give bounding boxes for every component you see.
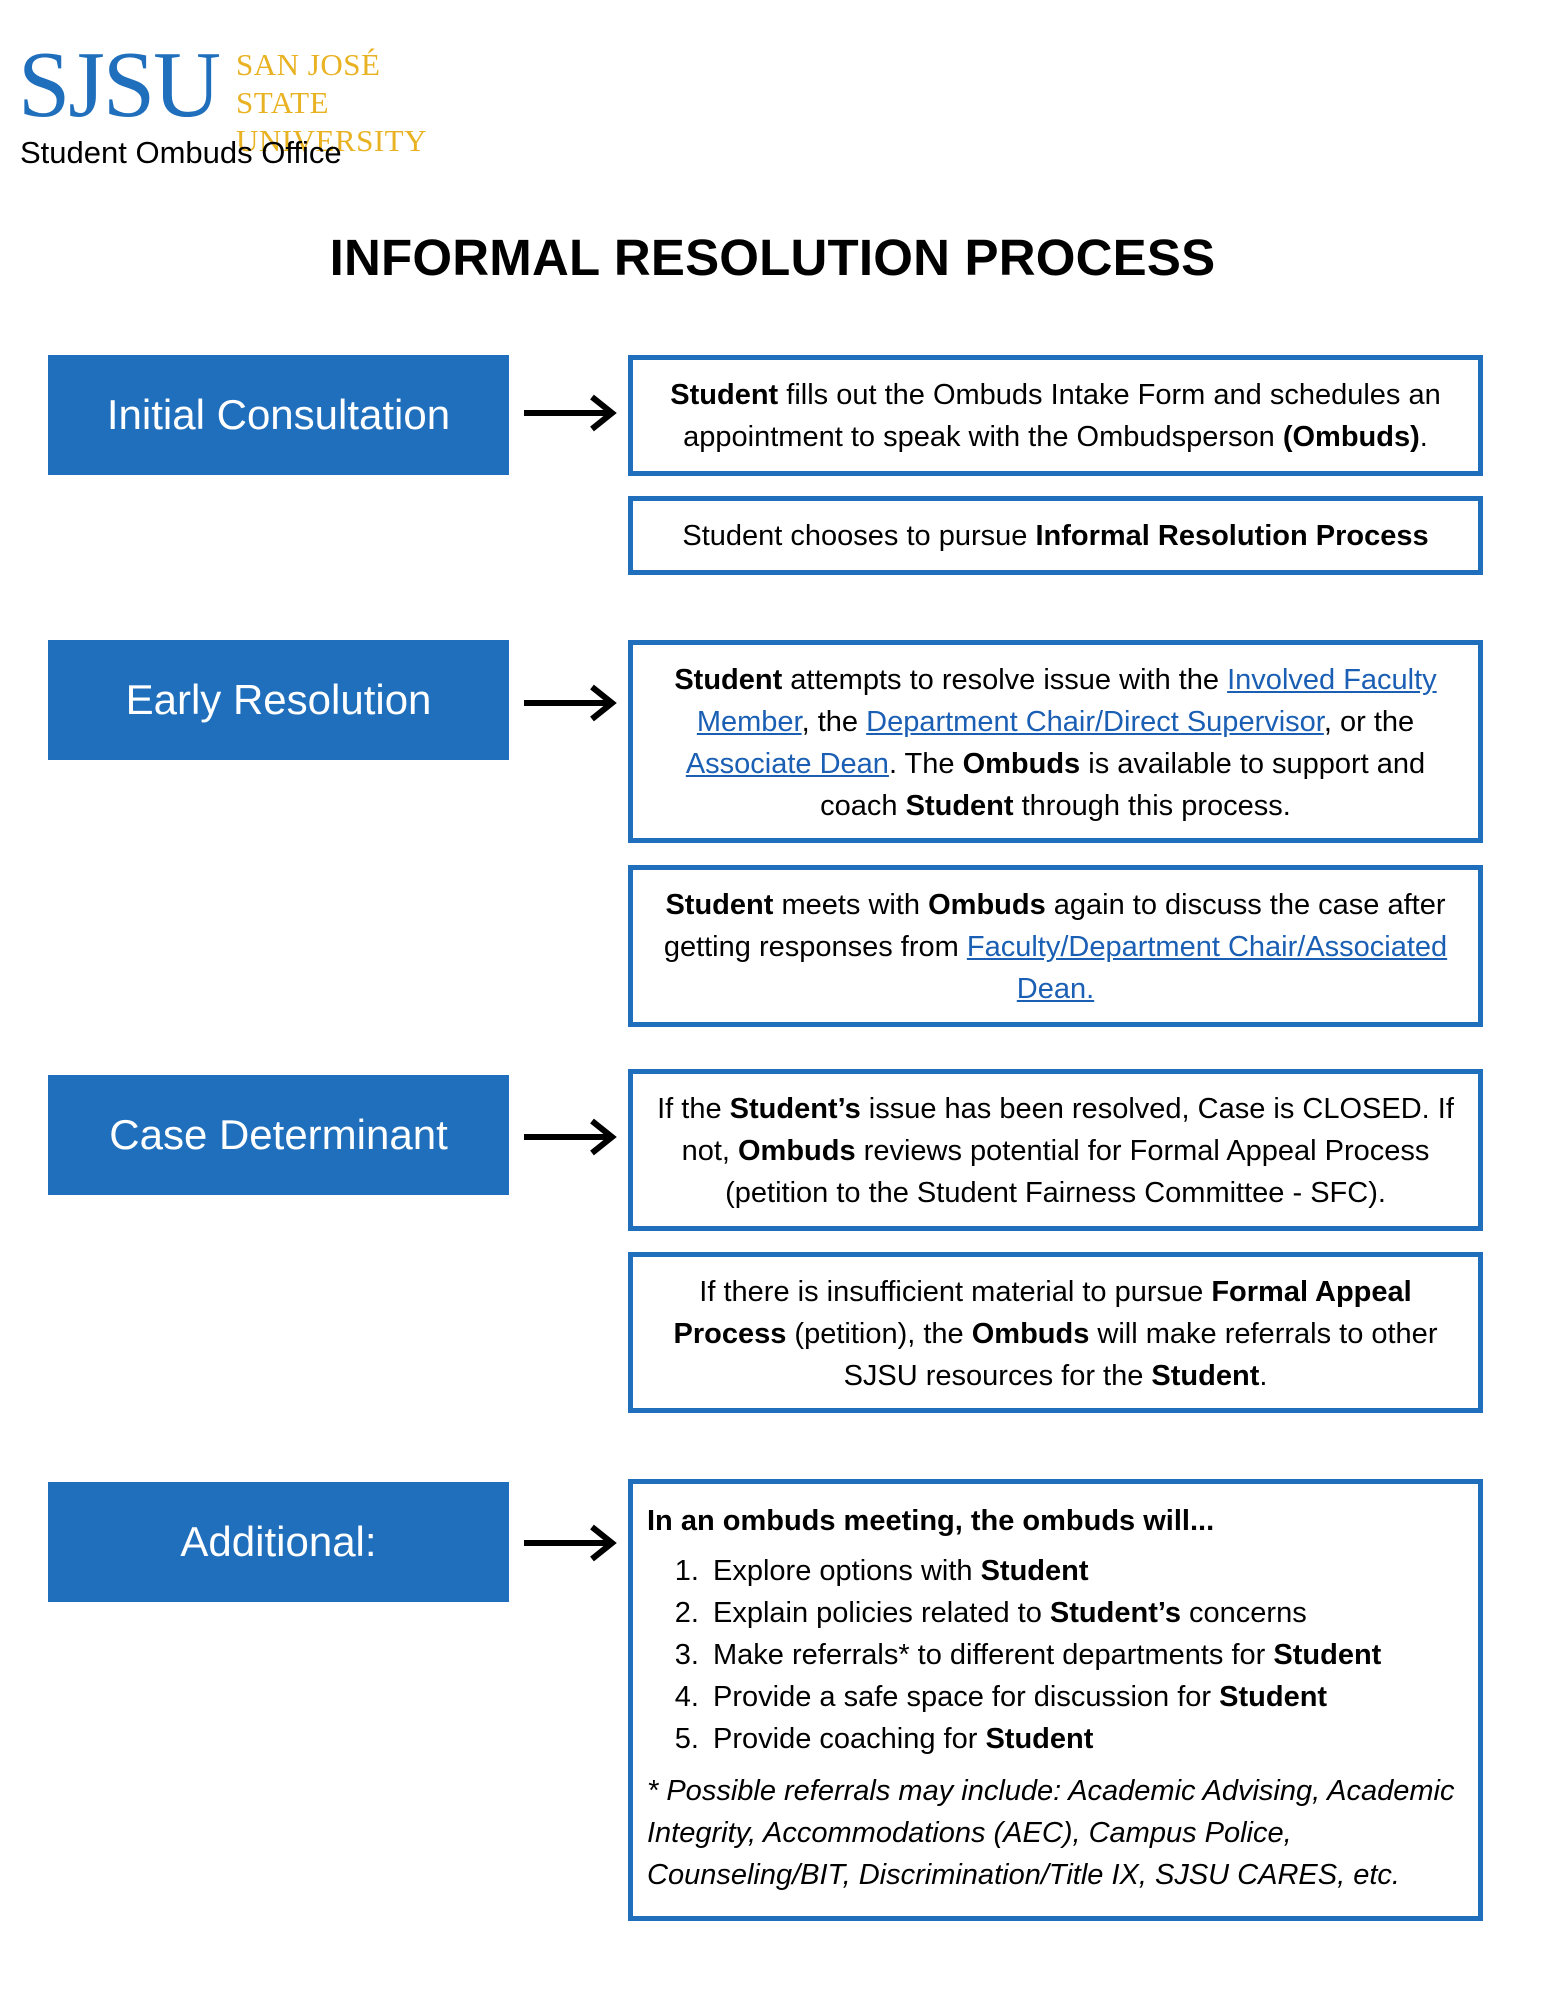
list-item: Explain policies related to Student’s co… — [707, 1592, 1464, 1634]
stage-early-resolution: Early Resolution — [48, 640, 509, 760]
list-item: Make referrals* to different departments… — [707, 1634, 1464, 1676]
arrow-right-icon — [524, 684, 617, 722]
arrow-right-icon — [524, 1118, 617, 1156]
early-resolution-box: Student attempts to resolve issue with t… — [628, 640, 1483, 843]
stage-initial-consultation: Initial Consultation — [48, 355, 509, 475]
logo-line-1: SAN JOSÉ STATE — [236, 47, 381, 120]
arrow-right-icon — [524, 1524, 617, 1562]
bold-student: Student — [670, 379, 779, 411]
referrals-note: * Possible referrals may include: Academ… — [647, 1775, 1455, 1891]
logo-wordmark: SJSU — [18, 33, 221, 137]
sjsu-logo: SJSU SAN JOSÉ STATE UNIVERSITY — [18, 33, 478, 158]
referral-box: If there is insufficient material to pur… — [628, 1252, 1483, 1413]
link-department-chair[interactable]: Department Chair/Direct Supervisor — [866, 706, 1324, 738]
logo-line-2: UNIVERSITY — [236, 123, 427, 158]
stage-case-determinant: Case Determinant — [48, 1075, 509, 1195]
follow-up-box: Student meets with Ombuds again to discu… — [628, 865, 1483, 1027]
list-item: Provide a safe space for discussion for … — [707, 1676, 1464, 1718]
list-item: Provide coaching for Student — [707, 1718, 1464, 1760]
stage-additional: Additional: — [48, 1482, 509, 1602]
meeting-list: Explore options with Student Explain pol… — [647, 1550, 1464, 1760]
list-item: Explore options with Student — [707, 1550, 1464, 1592]
case-closed-box: If the Student’s issue has been resolved… — [628, 1069, 1483, 1231]
link-faculty-chair-dean[interactable]: Faculty/Department Chair/Associated Dean… — [966, 931, 1448, 1005]
meeting-heading: In an ombuds meeting, the ombuds will... — [647, 1505, 1215, 1537]
intake-box: Student fills out the Ombuds Intake Form… — [628, 355, 1483, 476]
choose-process-box: Student chooses to pursue Informal Resol… — [628, 496, 1483, 575]
logo-university-name: SAN JOSÉ STATE UNIVERSITY — [236, 46, 478, 160]
link-associate-dean[interactable]: Associate Dean — [685, 748, 889, 780]
office-name: Student Ombuds Office — [20, 135, 342, 170]
arrow-right-icon — [524, 394, 617, 432]
link-involved-faculty[interactable]: Involved Faculty Member — [696, 664, 1437, 738]
ombuds-meeting-box: In an ombuds meeting, the ombuds will...… — [628, 1479, 1483, 1921]
page-title: INFORMAL RESOLUTION PROCESS — [329, 229, 1216, 286]
